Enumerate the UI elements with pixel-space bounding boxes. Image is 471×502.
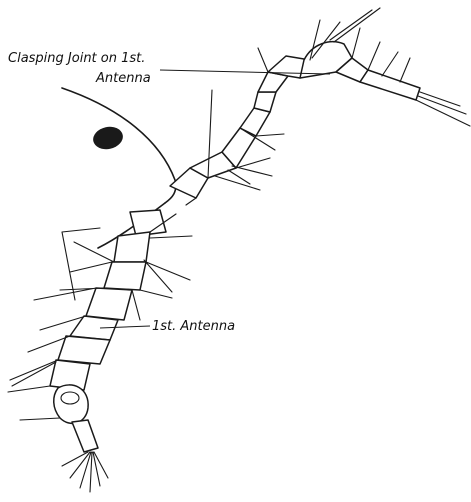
first-antenna-label: 1st. Antenna — [152, 319, 235, 334]
clasping-joint-label-line2: Antenna — [95, 71, 151, 86]
eye — [91, 124, 125, 152]
first-antenna-annotation: 1st. Antenna — [100, 319, 235, 334]
first-antenna — [8, 210, 192, 492]
clasping-antenna — [170, 8, 470, 205]
clasping-joint-label-line1: Clasping Joint on 1st. — [8, 51, 145, 66]
